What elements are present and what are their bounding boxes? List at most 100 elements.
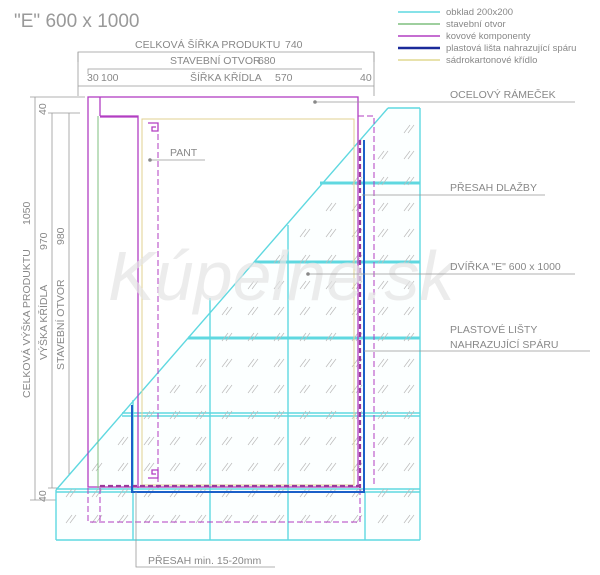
tile-hatch-mark bbox=[221, 514, 229, 524]
tile-hatch-mark bbox=[143, 436, 151, 446]
tile-hatch-mark bbox=[277, 462, 285, 472]
tile-hatch-mark bbox=[299, 254, 307, 264]
tile-hatch-mark bbox=[199, 358, 207, 368]
tile-hatch-mark bbox=[247, 384, 255, 394]
tile-hatch-mark bbox=[377, 306, 385, 316]
tile-hatch-mark bbox=[195, 514, 203, 524]
tile-hatch-mark bbox=[277, 384, 285, 394]
tile-hatch-mark bbox=[325, 280, 333, 290]
tile-hatch-mark bbox=[329, 384, 337, 394]
tile-hatch-mark bbox=[303, 410, 311, 420]
callout-frame: OCELOVÝ RÁMEČEK bbox=[450, 88, 556, 101]
dim-value: 1050 bbox=[21, 201, 33, 225]
tile-hatch-mark bbox=[329, 280, 337, 290]
tile-hatch-mark bbox=[195, 384, 203, 394]
tile-hatch-mark bbox=[303, 436, 311, 446]
tile-hatch-mark bbox=[351, 228, 359, 238]
tile-hatch-mark bbox=[381, 254, 389, 264]
tile-hatch-mark bbox=[407, 228, 415, 238]
tile-hatch-mark bbox=[173, 436, 181, 446]
tile-hatch-mark bbox=[377, 436, 385, 446]
tile-hatch-mark bbox=[273, 306, 281, 316]
callout-tile-overlap: PŘESAH DLAŽBY bbox=[450, 181, 537, 194]
tile-hatch-mark bbox=[299, 410, 307, 420]
tile-hatch-mark bbox=[329, 436, 337, 446]
tile-hatch-mark bbox=[377, 150, 385, 160]
tile-hatch-mark bbox=[247, 306, 255, 316]
tile-hatch-mark bbox=[277, 280, 285, 290]
tile-hatch-mark bbox=[65, 514, 73, 524]
tile-hatch-mark bbox=[303, 254, 311, 264]
tile-hatch-mark bbox=[251, 280, 259, 290]
tile-hatch-mark bbox=[91, 488, 99, 498]
tile-hatch-mark bbox=[273, 332, 281, 342]
dim-value: 740 bbox=[285, 39, 303, 51]
dim-label: VÝŠKA KŘÍDLA bbox=[37, 285, 50, 360]
tile-hatch-mark bbox=[407, 436, 415, 446]
tile-hatch-mark bbox=[221, 384, 229, 394]
dim-value: 970 bbox=[38, 232, 50, 250]
tile-hatch-mark bbox=[351, 332, 359, 342]
tile-hatch-mark bbox=[225, 462, 233, 472]
tile-hatch-mark bbox=[377, 384, 385, 394]
tile-hatch-mark bbox=[325, 332, 333, 342]
tile-hatch-mark bbox=[381, 462, 389, 472]
tile-hatch-mark bbox=[251, 384, 259, 394]
tile-hatch-mark bbox=[381, 384, 389, 394]
dim-value: 980 bbox=[55, 227, 67, 245]
tile-hatch-mark bbox=[173, 462, 181, 472]
tile-hatch-mark bbox=[329, 202, 337, 212]
dim-value: 100 bbox=[101, 72, 119, 84]
tile-hatch-mark bbox=[247, 358, 255, 368]
tile-hatch-mark bbox=[273, 254, 281, 264]
tile-hatch-mark bbox=[381, 228, 389, 238]
dim-value: 570 bbox=[275, 72, 293, 84]
tile-hatch-mark bbox=[299, 280, 307, 290]
tile-hatch-mark bbox=[117, 436, 125, 446]
tile-hatch-mark bbox=[407, 514, 415, 524]
tile-hatch-mark bbox=[407, 332, 415, 342]
tile-hatch-mark bbox=[381, 150, 389, 160]
tile-hatch-mark bbox=[377, 254, 385, 264]
tile-hatch-mark bbox=[329, 410, 337, 420]
tile-hatch-mark bbox=[377, 462, 385, 472]
tile-hatch-mark bbox=[247, 462, 255, 472]
tile-hatch-mark bbox=[221, 462, 229, 472]
tile-hatch-mark bbox=[381, 436, 389, 446]
legend-label: stavební otvor bbox=[446, 19, 506, 30]
tile-hatch-mark bbox=[299, 228, 307, 238]
tile-hatch-mark bbox=[381, 358, 389, 368]
tile-hatch-mark bbox=[407, 124, 415, 134]
tile-hatch-mark bbox=[407, 358, 415, 368]
tile-hatch-mark bbox=[225, 410, 233, 420]
tile-hatch-mark bbox=[251, 462, 259, 472]
callouts: OCELOVÝ RÁMEČEK PANT PŘESAH DLAŽBY DVÍŘK… bbox=[135, 88, 590, 568]
tile-hatch-mark bbox=[377, 488, 385, 498]
tile-hatch-mark bbox=[95, 462, 103, 472]
dim-value: 40 bbox=[360, 72, 372, 84]
tile-hatch-mark bbox=[403, 254, 411, 264]
tile-hatch-mark bbox=[325, 358, 333, 368]
tile-hatch-mark bbox=[69, 514, 77, 524]
tile-hatch-mark bbox=[299, 462, 307, 472]
tile-hatch-mark bbox=[403, 436, 411, 446]
tile-hatch-mark bbox=[377, 410, 385, 420]
tile-hatch-mark bbox=[351, 280, 359, 290]
tile-hatch-mark bbox=[195, 358, 203, 368]
height-dimensions: 40 40 CELKOVÁ VÝŠKA PRODUKTU 1050 VÝŠKA … bbox=[20, 96, 85, 502]
tile-hatch-mark bbox=[299, 358, 307, 368]
tile-hatch-mark bbox=[221, 358, 229, 368]
tile-hatch-mark bbox=[277, 332, 285, 342]
tile-hatch-mark bbox=[351, 384, 359, 394]
tile-hatch-mark bbox=[169, 384, 177, 394]
tile-hatch-mark bbox=[143, 410, 151, 420]
dim-value: 40 bbox=[37, 490, 49, 502]
legend-label: plastová lišta nahrazující spáru bbox=[446, 43, 576, 54]
tile-hatch-mark bbox=[325, 410, 333, 420]
tile-hatch-mark bbox=[277, 254, 285, 264]
tile-hatch-mark bbox=[325, 384, 333, 394]
tile-hatch-mark bbox=[329, 306, 337, 316]
tile-hatch-mark bbox=[169, 436, 177, 446]
tile-hatch-mark bbox=[251, 358, 259, 368]
